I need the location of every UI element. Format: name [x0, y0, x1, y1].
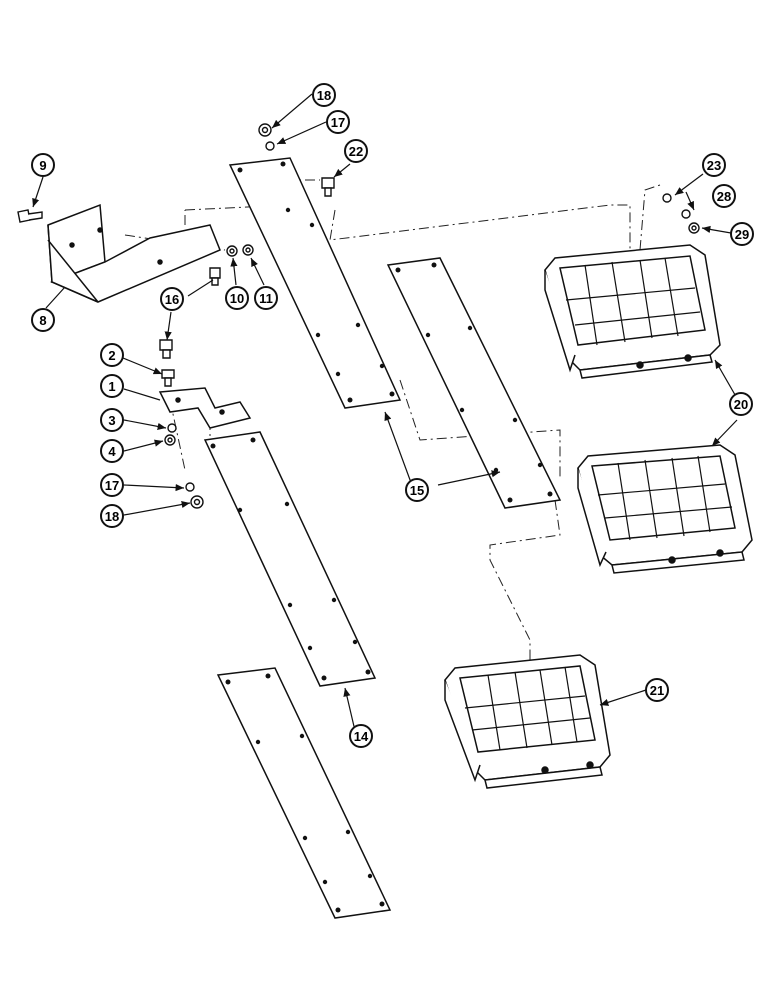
callout-17-top-label: 17 [331, 115, 345, 130]
callout-14-label: 14 [354, 729, 369, 744]
callout-29-label: 29 [735, 227, 749, 242]
callout-4-label: 4 [108, 444, 116, 459]
step-grate-20-lower [577, 444, 753, 574]
callout-14: 14 [349, 724, 373, 748]
callout-22: 22 [344, 139, 368, 163]
bracket-part-8 [47, 203, 221, 303]
callout-3-label: 3 [108, 413, 115, 428]
callout-16: 16 [160, 287, 184, 311]
callout-9: 9 [31, 153, 55, 177]
callout-18-lower-label: 18 [105, 509, 119, 524]
small-bracket-part-1 [158, 387, 252, 429]
callout-17-top: 17 [326, 110, 350, 134]
callout-15: 15 [405, 478, 429, 502]
callout-18-top-label: 18 [317, 88, 331, 103]
callout-8-label: 8 [39, 313, 46, 328]
step-plate-15-lower [386, 257, 562, 509]
callout-10-label: 10 [230, 291, 244, 306]
step-plate-14-lower [216, 667, 392, 919]
callout-23-label: 23 [707, 158, 721, 173]
step-grate-20-upper [544, 244, 721, 379]
callout-17-lower: 17 [100, 473, 124, 497]
callout-8: 8 [31, 308, 55, 332]
callout-17-lower-label: 17 [105, 478, 119, 493]
callout-29: 29 [730, 222, 754, 246]
callout-2-label: 2 [108, 348, 115, 363]
callout-9-label: 9 [39, 158, 46, 173]
callout-10: 10 [225, 286, 249, 310]
callout-23: 23 [702, 153, 726, 177]
callout-28: 28 [712, 184, 736, 208]
callout-4: 4 [100, 439, 124, 463]
callout-11-label: 11 [259, 291, 273, 306]
callout-21-label: 21 [650, 683, 664, 698]
callout-1: 1 [100, 374, 124, 398]
callout-18-top: 18 [312, 83, 336, 107]
step-plate-14-upper [203, 431, 377, 687]
hardware-fasteners [17, 123, 700, 509]
callout-2: 2 [100, 343, 124, 367]
callout-22-label: 22 [349, 144, 363, 159]
callout-16-label: 16 [165, 292, 179, 307]
callout-28-label: 28 [717, 189, 731, 204]
callout-3: 3 [100, 408, 124, 432]
step-grate-21 [444, 654, 611, 789]
callout-11: 11 [254, 286, 278, 310]
step-plate-15-upper [228, 157, 402, 409]
callout-1-label: 1 [108, 379, 115, 394]
callout-21: 21 [645, 678, 669, 702]
callout-15-label: 15 [410, 483, 424, 498]
callout-18-lower: 18 [100, 504, 124, 528]
callout-20-label: 20 [734, 397, 748, 412]
callout-20: 20 [729, 392, 753, 416]
leader-lines [32, 93, 739, 736]
